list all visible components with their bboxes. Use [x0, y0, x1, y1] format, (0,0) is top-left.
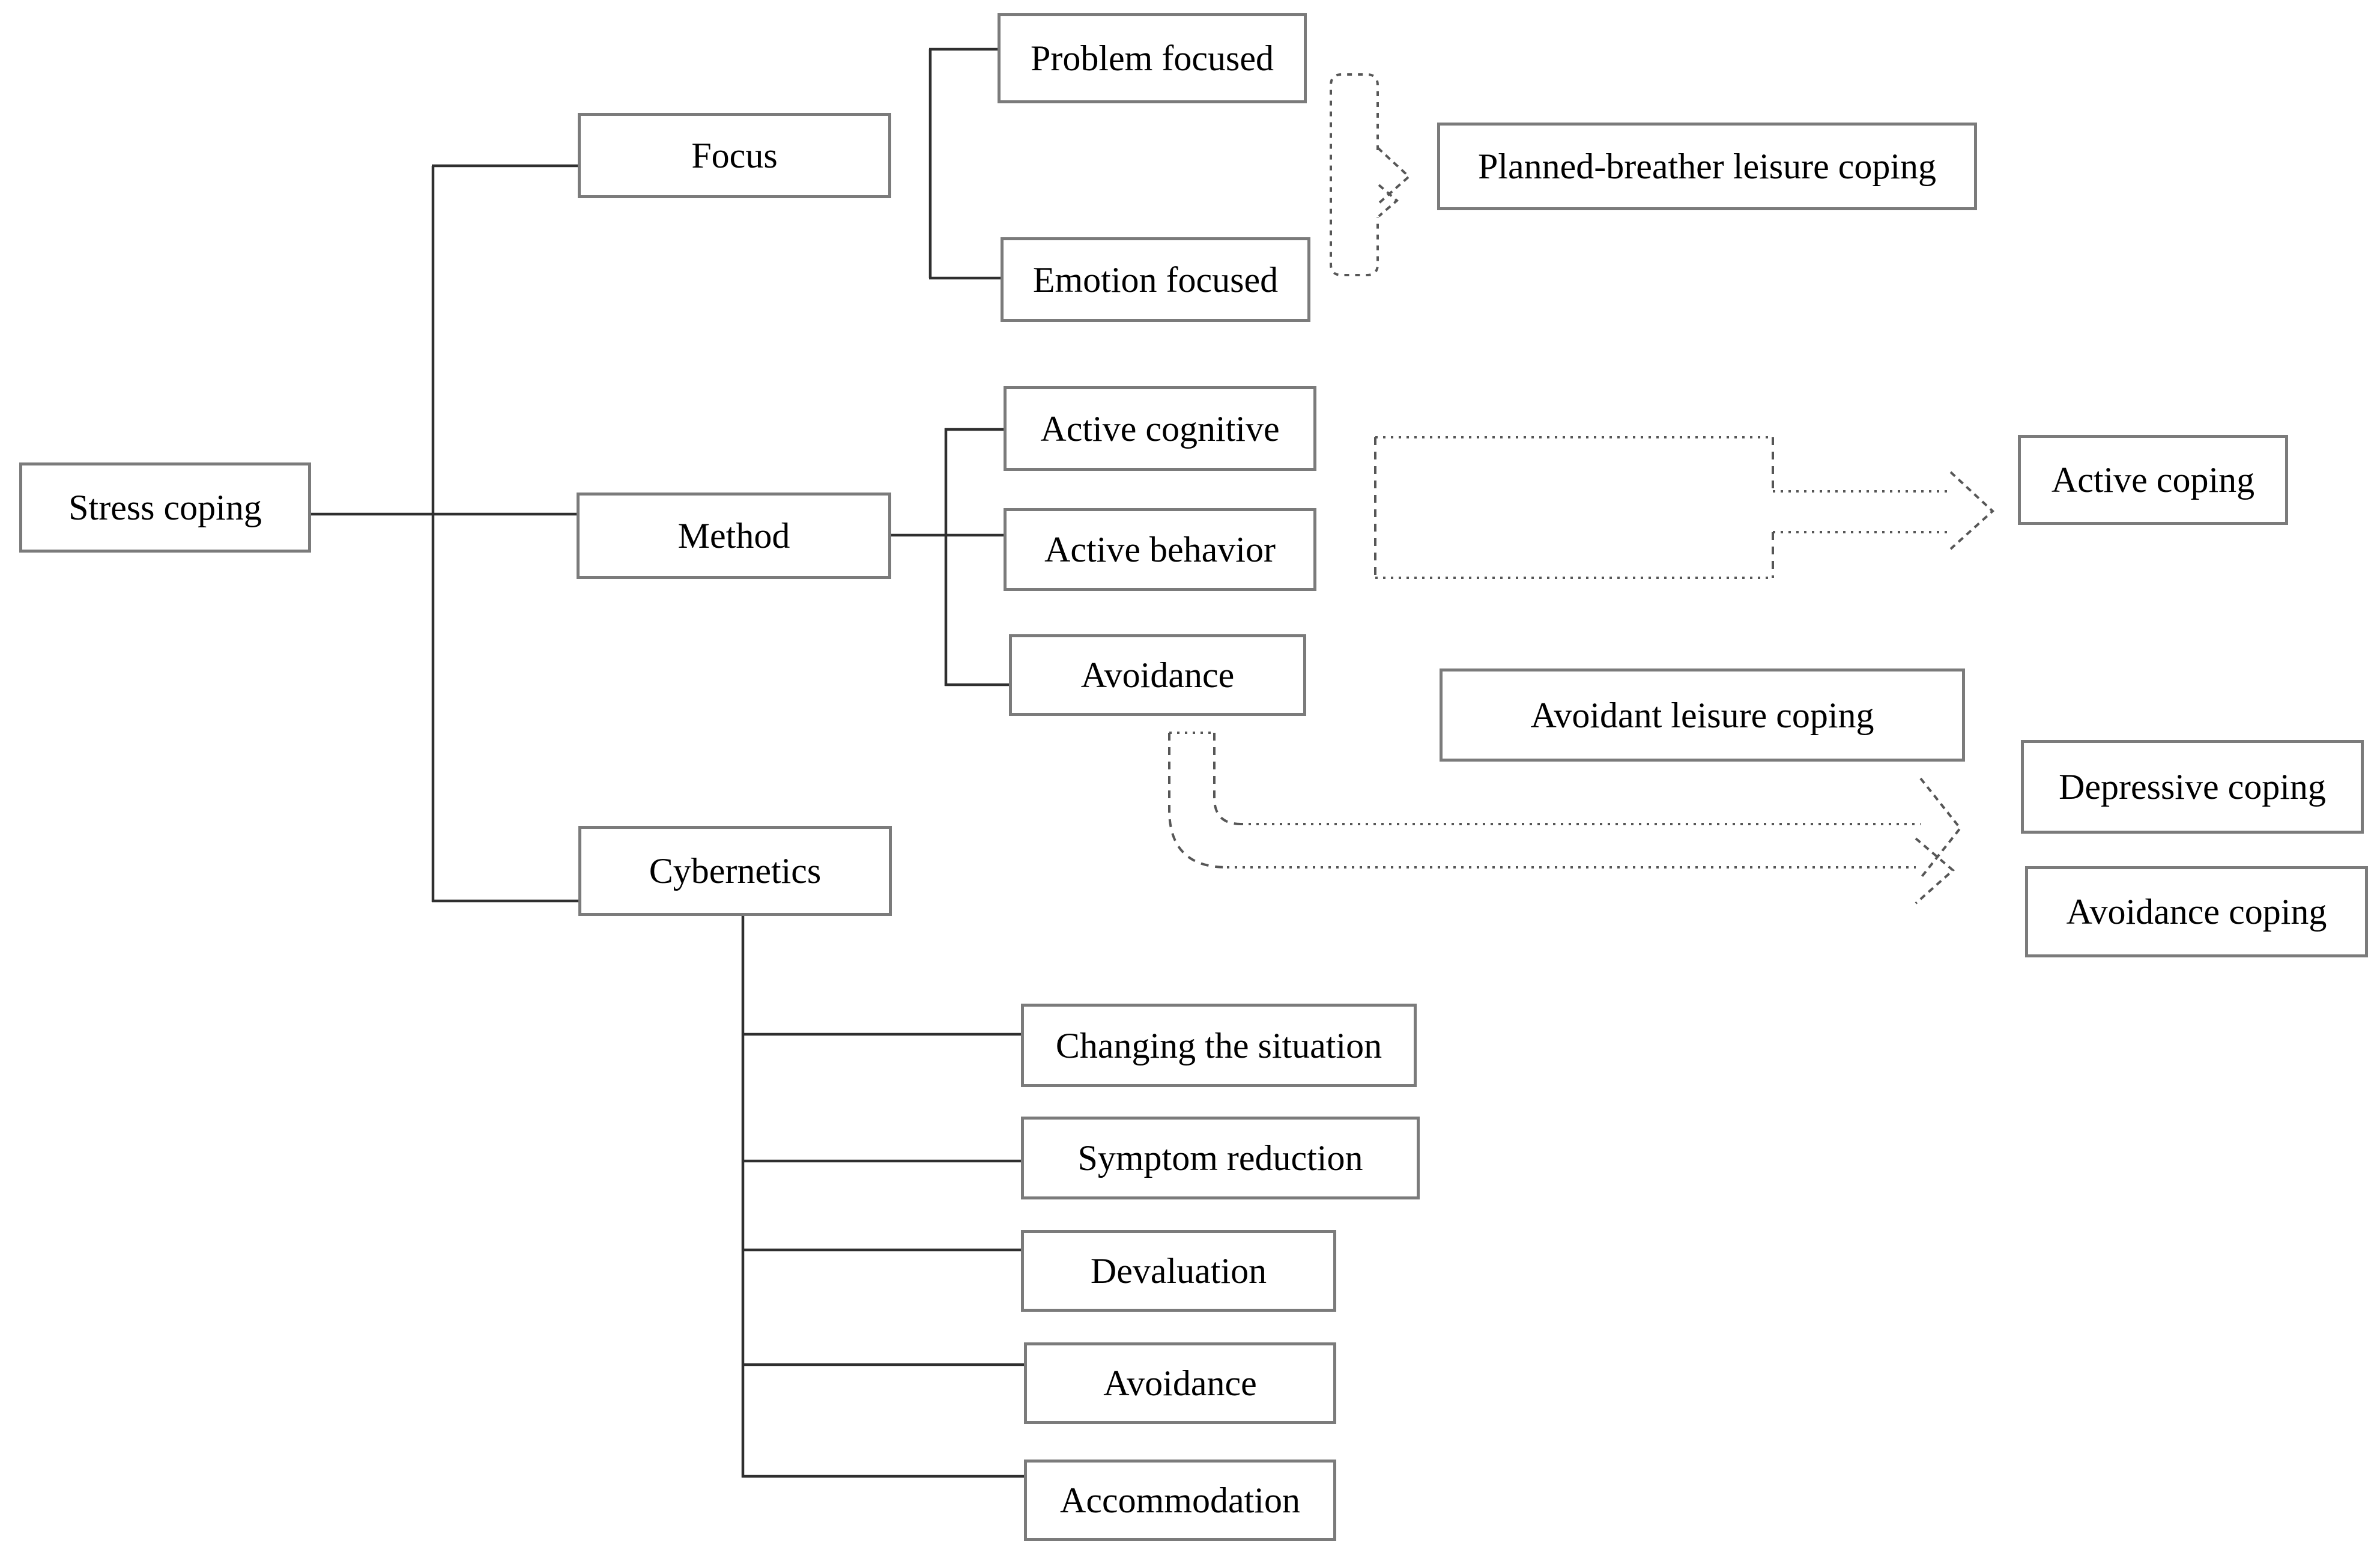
node-label: Avoidance	[1103, 1363, 1257, 1403]
node-label: Depressive coping	[2059, 767, 2326, 807]
arrowhead-upper-icon	[1919, 777, 1962, 879]
node-label: Problem focused	[1031, 38, 1274, 78]
dashed-bracket-arrow-focus	[1330, 73, 1411, 276]
solid-connectors	[310, 47, 1025, 1478]
node-focus: Focus	[578, 113, 891, 198]
arrowhead-lower-icon	[1915, 837, 1955, 905]
node-label: Method	[677, 516, 790, 556]
node-avoidance-cybernetics: Avoidance	[1024, 1342, 1336, 1424]
node-label: Active cognitive	[1040, 408, 1280, 449]
node-avoidance-method: Avoidance	[1009, 634, 1306, 716]
node-label: Cybernetics	[649, 851, 822, 891]
node-avoidance-coping: Avoidance coping	[2025, 866, 2368, 957]
node-label: Avoidance	[1080, 655, 1235, 695]
node-depressive-coping: Depressive coping	[2021, 740, 2364, 834]
node-label: Active behavior	[1044, 530, 1276, 569]
node-label: Active coping	[2051, 460, 2255, 500]
node-label: Stress coping	[68, 488, 262, 527]
dashed-elbow-arrows-avoidance	[1168, 732, 1962, 905]
bracket-outline	[1330, 73, 1379, 276]
node-active-behavior: Active behavior	[1004, 508, 1316, 591]
node-active-cognitive: Active cognitive	[1004, 386, 1316, 471]
dashed-block-arrow-method	[1374, 436, 1994, 579]
node-label: Planned-breather leisure coping	[1477, 147, 1937, 186]
node-emotion-focused: Emotion focused	[1001, 237, 1310, 322]
node-label: Symptom reduction	[1077, 1138, 1363, 1178]
pipe-inner	[1213, 733, 1241, 825]
arrowhead-inner-icon	[1378, 184, 1399, 217]
node-planned-breather-leisure-coping: Planned-breather leisure coping	[1437, 123, 1977, 210]
node-label: Focus	[691, 136, 778, 175]
node-method: Method	[577, 493, 891, 579]
node-avoidant-leisure-coping: Avoidant leisure coping	[1440, 668, 1965, 762]
node-label: Accommodation	[1060, 1481, 1300, 1520]
node-active-coping: Active coping	[2018, 435, 2288, 525]
node-devaluation: Devaluation	[1021, 1230, 1336, 1312]
arrowhead-icon	[1949, 471, 1994, 550]
pipe-outer	[1168, 733, 1228, 869]
node-changing-the-situation: Changing the situation	[1021, 1004, 1417, 1087]
node-stress-coping: Stress coping	[19, 462, 311, 553]
node-label: Devaluation	[1090, 1251, 1267, 1291]
node-symptom-reduction: Symptom reduction	[1021, 1117, 1420, 1199]
node-accommodation: Accommodation	[1024, 1460, 1336, 1541]
node-label: Avoidance coping	[2066, 892, 2327, 932]
node-label: Avoidant leisure coping	[1530, 695, 1874, 735]
node-problem-focused: Problem focused	[998, 13, 1307, 103]
node-cybernetics: Cybernetics	[578, 826, 892, 916]
node-label: Emotion focused	[1032, 259, 1279, 300]
node-label: Changing the situation	[1055, 1025, 1382, 1066]
arrowhead-icon	[1376, 147, 1411, 205]
